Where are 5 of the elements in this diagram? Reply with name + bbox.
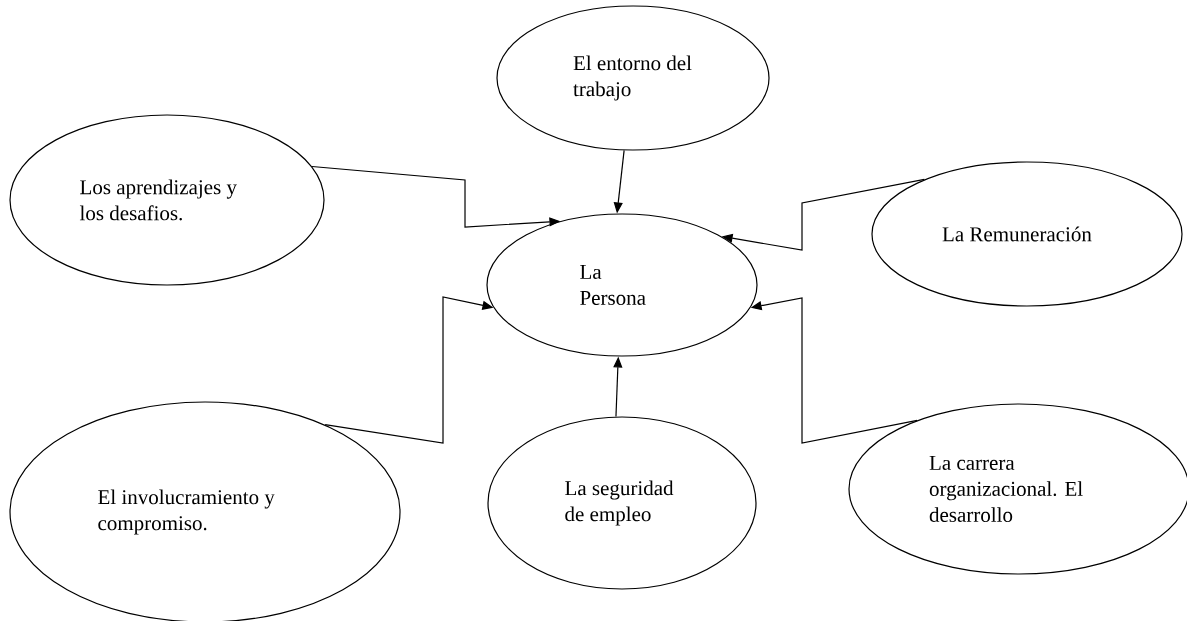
ellipse-node: La seguridad de empleo — [487, 416, 757, 590]
ellipse-node: La Persona — [486, 213, 758, 357]
ellipse-node: El entorno del trabajo — [496, 5, 770, 151]
ellipse-node: Los aprendizajes y los desafios. — [9, 114, 325, 286]
ellipse-node: La Remuneración — [871, 161, 1183, 307]
